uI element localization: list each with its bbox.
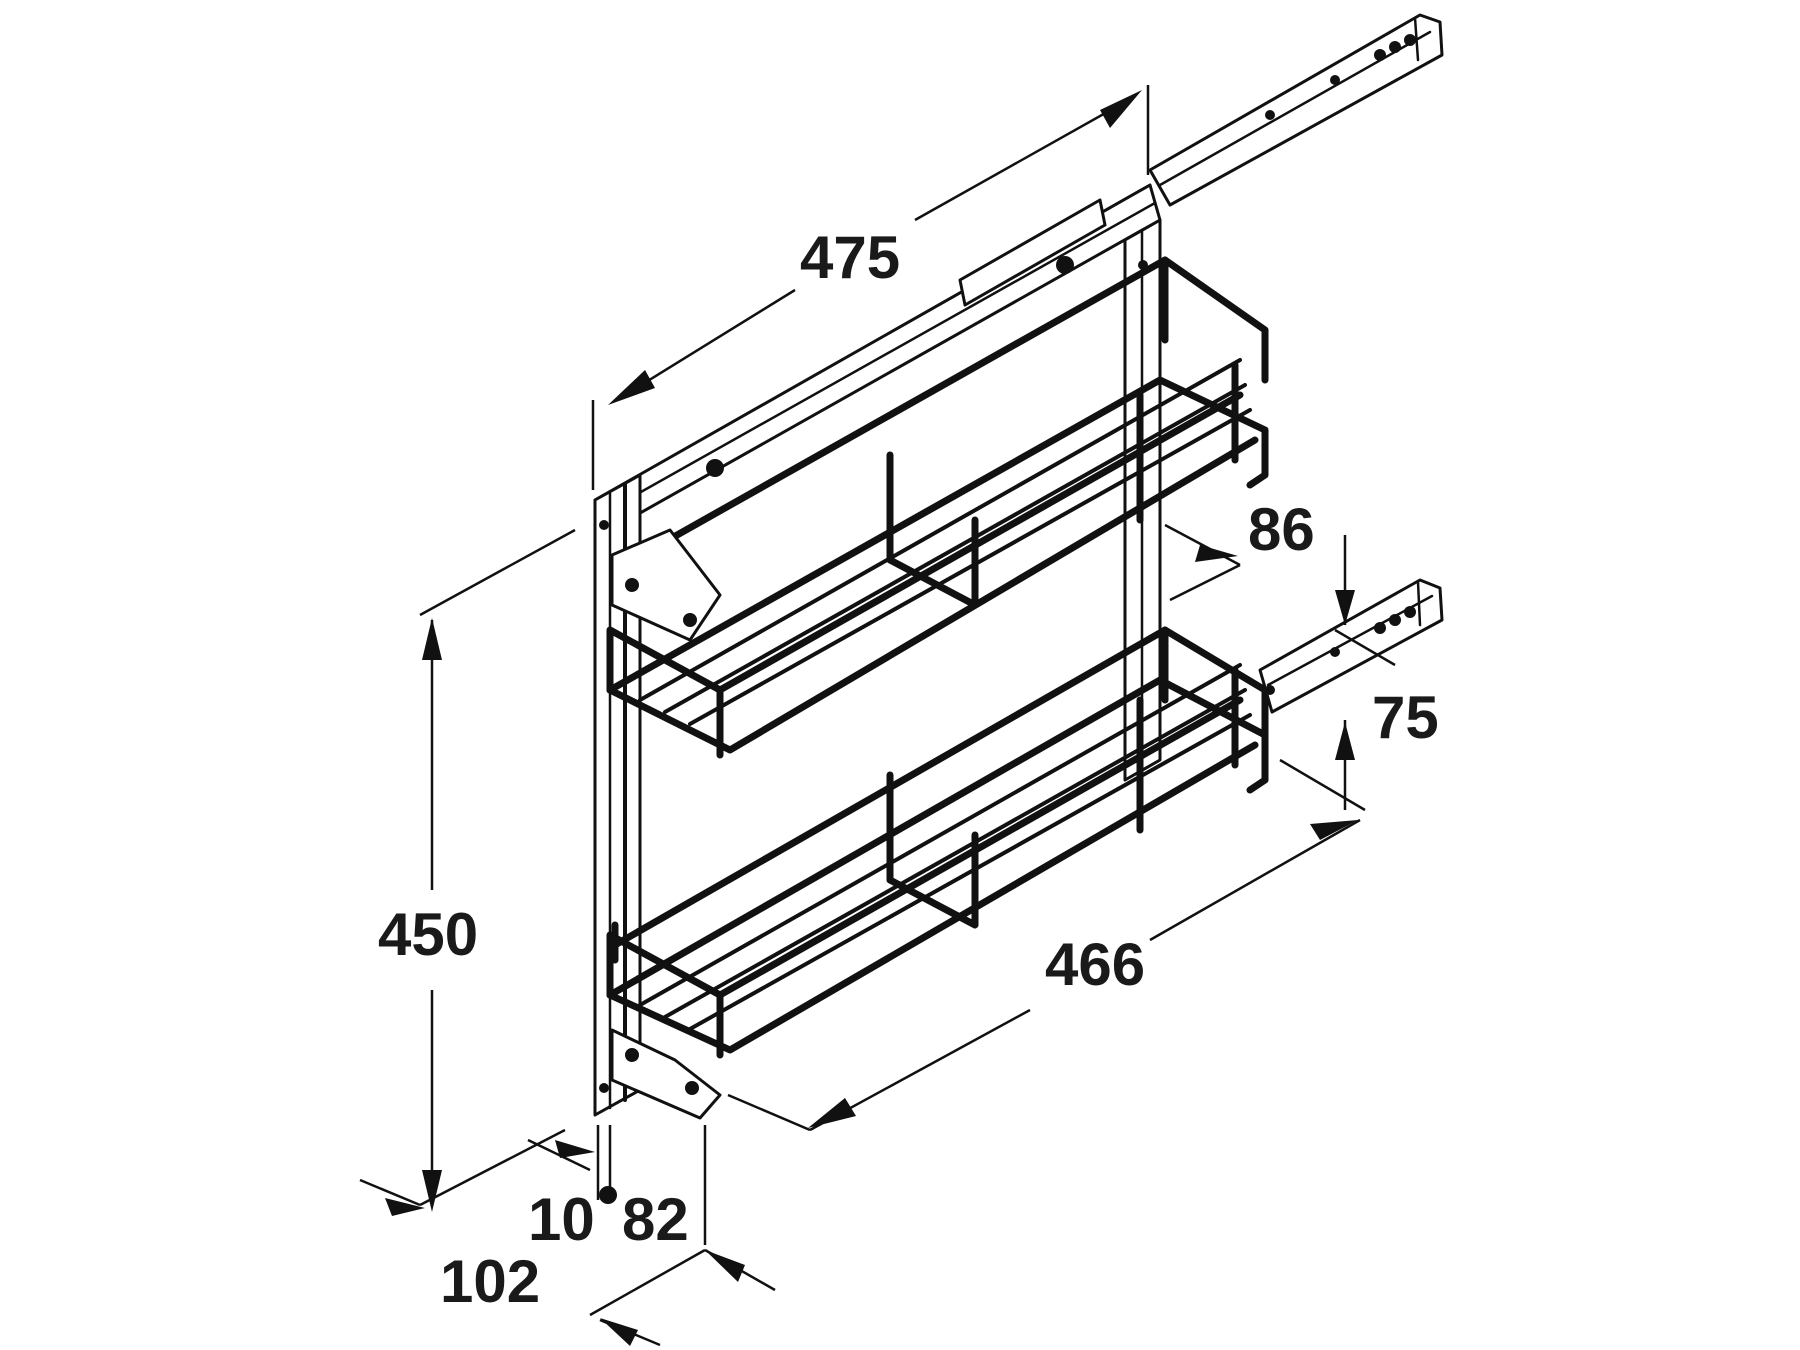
dimension-bottom [359, 1125, 776, 1347]
upper-bracket [610, 528, 722, 642]
dimension-475 [591, 85, 1150, 490]
front-panel [593, 183, 1162, 1117]
dimension-86 [1164, 523, 1241, 602]
lower-basket [606, 626, 1269, 1059]
dimension-450 [419, 528, 576, 1212]
bottom-runner-rail [1258, 578, 1444, 714]
lower-bracket [610, 1028, 722, 1120]
label-86: 86 [1248, 496, 1315, 563]
label-102: 102 [440, 1248, 540, 1315]
label-75: 75 [1372, 684, 1439, 751]
label-450: 450 [378, 901, 478, 968]
dimension-466 [727, 758, 1366, 1132]
dimension-75 [1334, 535, 1396, 810]
label-475: 475 [800, 224, 900, 291]
label-10: 10 [528, 1186, 595, 1253]
label-82: 82 [622, 1186, 689, 1253]
label-466: 466 [1045, 931, 1145, 998]
top-runner-rail [1148, 13, 1444, 207]
